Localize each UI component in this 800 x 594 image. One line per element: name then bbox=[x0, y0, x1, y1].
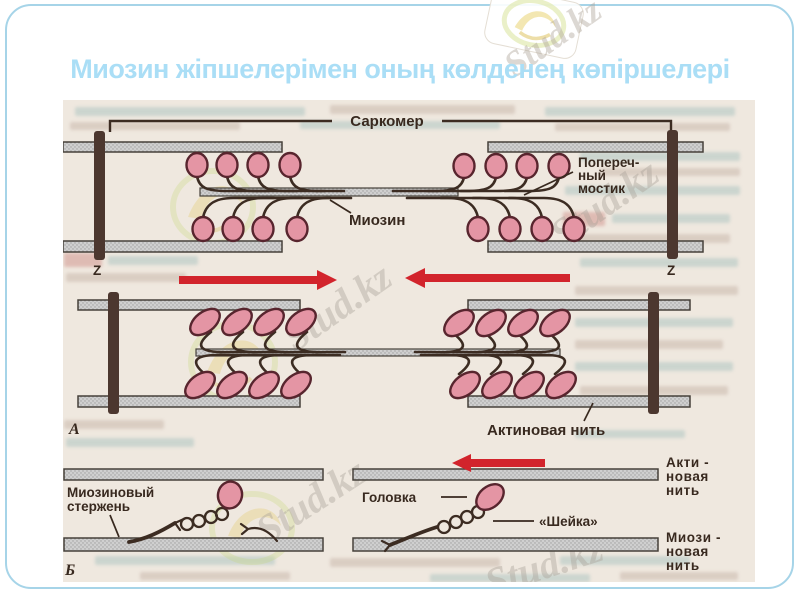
watermark-text: Stud.kz bbox=[248, 449, 374, 553]
neck-label: «Шейка» bbox=[493, 514, 598, 529]
myosin-filament bbox=[195, 348, 561, 357]
cross-bridge-label-line: ный bbox=[578, 168, 606, 183]
rod-label-line: Миозиновый bbox=[67, 485, 154, 500]
cross-bridge-tails bbox=[194, 330, 567, 377]
myosin-rod-left bbox=[127, 480, 279, 544]
arrow-right-icon bbox=[179, 270, 337, 290]
watermark-text: Stud.kz bbox=[479, 525, 609, 582]
actin-band bbox=[487, 240, 704, 253]
actin-filament-label: Актиновая нить bbox=[487, 402, 605, 439]
myosin-band bbox=[352, 537, 659, 552]
figure-scan: Stud.kz Stud.kz Stud.kz Stud.kz Саркомер bbox=[62, 100, 755, 594]
z-line-label-right: Z bbox=[667, 263, 675, 278]
z-line-bar bbox=[94, 131, 105, 260]
myosin-thread-line: нить bbox=[666, 558, 700, 573]
actin-band bbox=[62, 240, 283, 253]
actin-thread-label: Акти - новая нить bbox=[666, 455, 709, 498]
cross-bridge-label-line: Попереч- bbox=[578, 155, 639, 170]
myosin-label: Миозин bbox=[329, 199, 405, 229]
myosin-thread-label: Миози - новая нить bbox=[666, 530, 721, 573]
myosin-label-text: Миозин bbox=[349, 212, 405, 229]
actin-band bbox=[63, 468, 324, 481]
z-line-bar bbox=[648, 292, 659, 414]
z-line-bar bbox=[667, 130, 678, 259]
panel-b-label: Б bbox=[64, 562, 75, 579]
studkz-logo-icon bbox=[481, 0, 587, 62]
cross-bridge-tails bbox=[195, 174, 576, 220]
actin-thread-line: новая bbox=[666, 469, 709, 484]
z-line-label-left: Z bbox=[93, 263, 101, 278]
myosin-head bbox=[475, 482, 505, 512]
myosin-rod-right bbox=[380, 482, 505, 553]
actin-filament-label-text: Актиновая нить bbox=[487, 422, 605, 439]
myosin-rod-label: Миозиновый стержень bbox=[67, 485, 154, 538]
actin-band bbox=[467, 299, 691, 311]
neck-label-text: «Шейка» bbox=[539, 514, 598, 529]
actin-thread-line: Акти - bbox=[666, 455, 709, 470]
myosin-band bbox=[63, 537, 324, 552]
myosin-heads bbox=[185, 151, 586, 243]
arrow-left-icon bbox=[452, 454, 545, 472]
myosin-thread-line: новая bbox=[666, 544, 709, 559]
head-label: Головка bbox=[362, 490, 467, 505]
rod-label-line: стержень bbox=[67, 499, 130, 514]
sarcomere-bracket bbox=[108, 119, 673, 132]
bottom-head-detail-diagram: Миозиновый стержень Головка bbox=[63, 454, 721, 579]
cross-bridge-label-line: мостик bbox=[578, 181, 625, 196]
arrow-left-icon bbox=[405, 268, 570, 288]
actin-band bbox=[77, 299, 301, 311]
myosin-heads bbox=[184, 307, 577, 400]
muscle-diagram: Stud.kz Stud.kz Stud.kz Stud.kz Саркомер bbox=[62, 105, 740, 594]
top-sarcomere-diagram: Саркомер bbox=[62, 113, 704, 278]
actin-band bbox=[352, 468, 659, 481]
cross-bridge-label: Попереч- ный мостик bbox=[523, 155, 639, 196]
actin-thread-line: нить bbox=[666, 483, 700, 498]
middle-contracted-diagram: А Актиновая нить bbox=[68, 292, 691, 439]
head-label-text: Головка bbox=[362, 490, 417, 505]
actin-band bbox=[487, 141, 704, 153]
contraction-arrows bbox=[179, 268, 570, 290]
panel-a-label: А bbox=[68, 421, 80, 438]
actin-band bbox=[62, 141, 283, 153]
myosin-thread-line: Миози - bbox=[666, 530, 721, 545]
sarcomere-label: Саркомер bbox=[350, 113, 423, 130]
myosin-head bbox=[216, 480, 244, 510]
page-title: Миозин жіпшелерімен оның көлденең көпірш… bbox=[70, 54, 730, 84]
actin-band bbox=[467, 395, 691, 408]
z-line-bar bbox=[108, 292, 119, 414]
